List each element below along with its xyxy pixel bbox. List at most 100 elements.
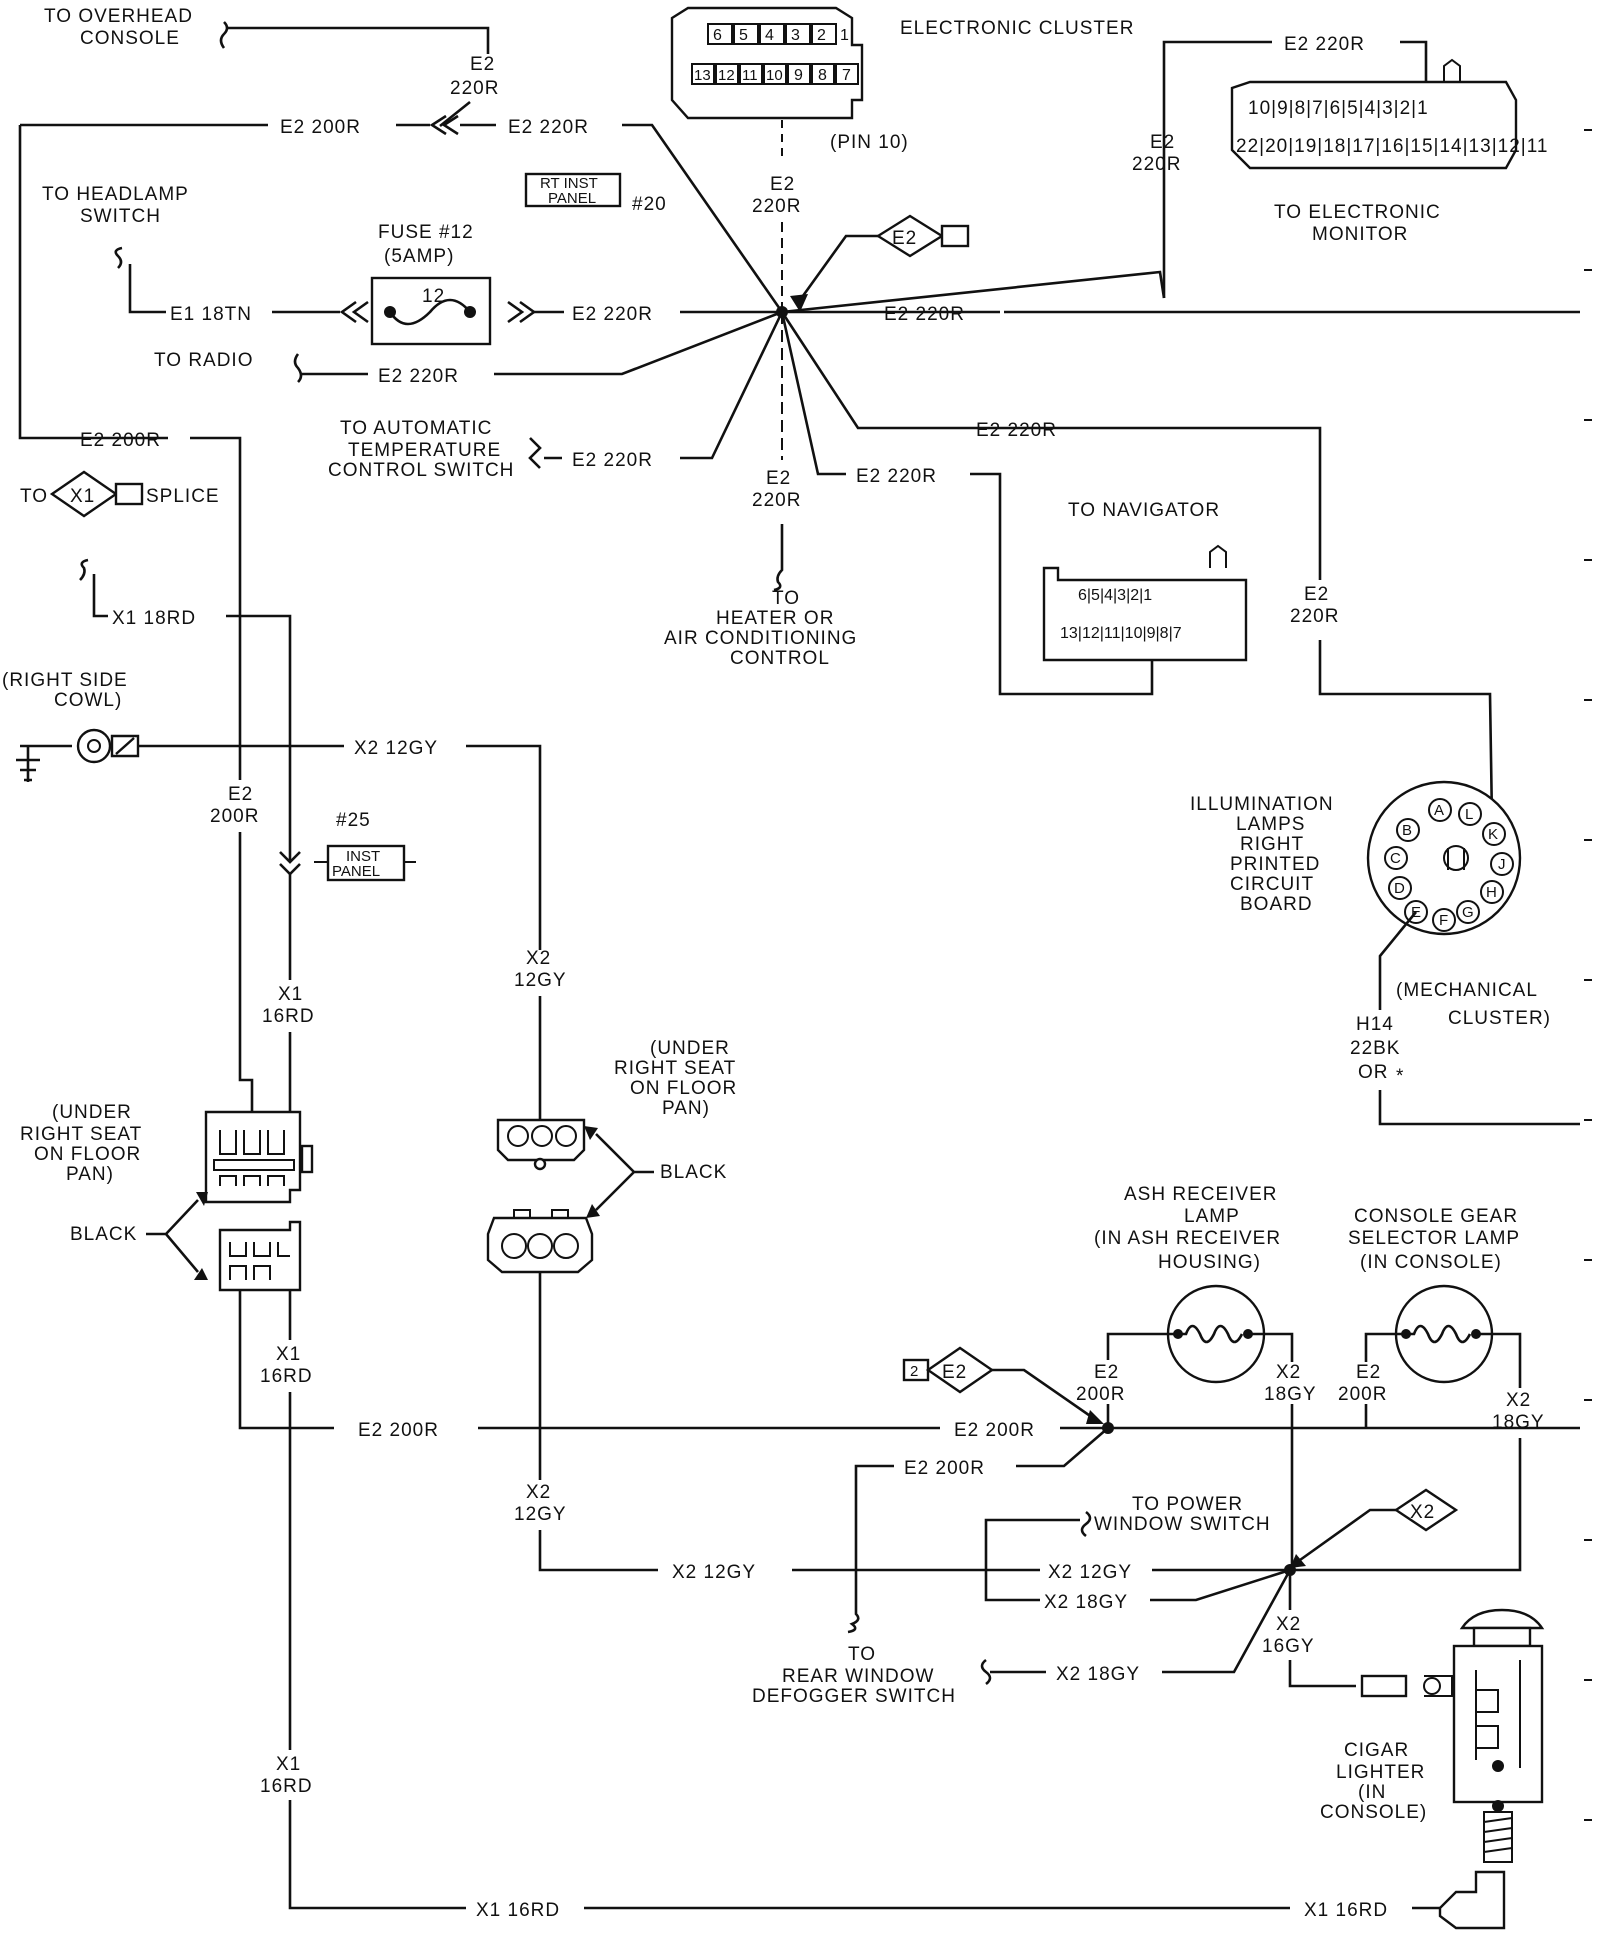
to-heater-label-4: CONTROL bbox=[730, 648, 830, 669]
e2-bottom-tab-num: 2 bbox=[910, 1363, 918, 1380]
black-mid-arrow-b bbox=[586, 1204, 600, 1218]
to-heater-label-1: TO bbox=[772, 588, 800, 609]
illum-label-5: CIRCUIT bbox=[1230, 874, 1314, 895]
label-16rd-h: 16RD bbox=[260, 1366, 313, 1387]
e2-220r-top-diagonal bbox=[622, 123, 784, 313]
right-side-cowl-label-1: (RIGHT SIDE bbox=[2, 670, 128, 691]
fuse-number: 12 bbox=[422, 286, 445, 307]
label-x1-a: X1 bbox=[278, 984, 303, 1005]
electronic-cluster-label: ELECTRONIC CLUSTER bbox=[900, 18, 1134, 39]
label-16rd-a: 16RD bbox=[262, 1006, 315, 1027]
overhead-wire-drop bbox=[439, 100, 471, 128]
circuit-board-hole bbox=[1443, 845, 1469, 871]
x1-16rd-bottom-a bbox=[288, 1800, 466, 1910]
under-seat-left-label-4: PAN) bbox=[66, 1164, 114, 1185]
lighter-internals bbox=[1475, 1660, 1521, 1768]
label-12gy-j: 12GY bbox=[514, 1504, 567, 1525]
power-window-wire bbox=[984, 1510, 1092, 1602]
radio-wire-b bbox=[494, 310, 783, 376]
cowl-terminal bbox=[110, 734, 140, 758]
inst-panel-label-1: INST bbox=[346, 848, 380, 865]
ash-lamp-filament bbox=[1178, 1324, 1244, 1344]
label-220r-b: 220R bbox=[752, 196, 801, 217]
label-e2-200r-mid: E2 200R bbox=[954, 1420, 1035, 1441]
console-lamp-filament bbox=[1406, 1324, 1472, 1344]
cigar-lighter-label-3: (IN bbox=[1358, 1782, 1386, 1803]
ash-receiver-label-2: LAMP bbox=[1184, 1206, 1240, 1227]
navigator-pins-bottom: 13|12|11|10|9|8|7 bbox=[1060, 625, 1182, 642]
ash-receiver-label-3: (IN ASH RECEIVER bbox=[1094, 1228, 1281, 1249]
h14-wire-b bbox=[1378, 1090, 1580, 1126]
mech-cluster-label-1: (MECHANICAL bbox=[1396, 980, 1538, 1001]
h14-label-3: OR bbox=[1358, 1062, 1389, 1083]
left-connector-top-terminals-b bbox=[219, 1175, 285, 1186]
right-edge-ticks bbox=[1584, 129, 1592, 1821]
navigator-wire-a bbox=[780, 311, 846, 476]
h14-label-2: 22BK bbox=[1350, 1038, 1400, 1059]
inst-panel-label-2: PANEL bbox=[332, 863, 380, 880]
label-16rd-i: 16RD bbox=[260, 1776, 313, 1797]
ref-25: #25 bbox=[336, 810, 371, 831]
to-overhead-console-label-1: TO OVERHEAD bbox=[44, 6, 193, 27]
black-left-arrow-a bbox=[196, 1192, 208, 1206]
label-x2-n: X2 bbox=[1506, 1390, 1531, 1411]
mid-bottom-pin bbox=[553, 1233, 579, 1259]
cluster-pin: 3 bbox=[791, 27, 800, 44]
fuse-right-chevrons bbox=[507, 300, 537, 324]
label-e2-220r-atc: E2 220R bbox=[572, 450, 653, 471]
label-x1-16rd-bottom-b: X1 16RD bbox=[1304, 1900, 1388, 1921]
svg-text:G: G bbox=[1462, 904, 1474, 921]
label-e2-m: E2 bbox=[1356, 1362, 1381, 1383]
to-electronic-monitor-label-1: TO ELECTRONIC bbox=[1274, 202, 1441, 223]
to-navigator-label: TO NAVIGATOR bbox=[1068, 500, 1220, 521]
ash-lamp-e2-wire bbox=[1106, 1332, 1178, 1360]
under-seat-mid-label-3: ON FLOOR bbox=[630, 1078, 737, 1099]
to-rear-window-label-2: REAR WINDOW bbox=[782, 1666, 934, 1687]
x2-bottom-diamond bbox=[1393, 1488, 1459, 1532]
cowl-eyelet bbox=[76, 728, 112, 764]
monitor-to-splice bbox=[781, 270, 1166, 314]
cluster-pin: 1 bbox=[840, 27, 849, 44]
rt-inst-panel-label-2: PANEL bbox=[548, 190, 596, 207]
cluster-pin: 5 bbox=[739, 27, 748, 44]
ref-20: #20 bbox=[632, 194, 667, 215]
mid-bottom-pin bbox=[527, 1233, 553, 1259]
to-power-window-label-2: WINDOW SWITCH bbox=[1094, 1514, 1271, 1535]
svg-text:L: L bbox=[1465, 806, 1473, 823]
label-200r-m: 200R bbox=[1338, 1384, 1387, 1405]
e2-diamond-tab bbox=[940, 224, 970, 248]
label-x2-18gy-rw: X2 18GY bbox=[1056, 1664, 1140, 1685]
illum-label-6: BOARD bbox=[1240, 894, 1313, 915]
left-connector-top bbox=[204, 1110, 302, 1204]
ground-icon bbox=[16, 746, 40, 782]
console-lamp-e2-wire bbox=[1364, 1332, 1406, 1362]
label-e2-220r-top: E2 220R bbox=[508, 117, 589, 138]
overhead-console-wire bbox=[219, 21, 490, 54]
electronic-cluster-pins-bottom bbox=[691, 63, 859, 85]
under-seat-left-label-1: (UNDER bbox=[52, 1102, 132, 1123]
cigar-lighter-label-2: LIGHTER bbox=[1336, 1762, 1425, 1783]
to-headlamp-switch-label-1: TO HEADLAMP bbox=[42, 184, 189, 205]
monitor-wire-b bbox=[1400, 40, 1428, 82]
e2-diamond-wire bbox=[798, 234, 878, 301]
left-connector-top-terminals bbox=[219, 1130, 285, 1155]
navigator-connector bbox=[1042, 566, 1248, 662]
left-connector-top-tab bbox=[300, 1144, 314, 1174]
console-gear-label-1: CONSOLE GEAR bbox=[1354, 1206, 1518, 1227]
illum-label-1: ILLUMINATION bbox=[1190, 794, 1334, 815]
e2-bottom-diamond-wire bbox=[992, 1368, 1097, 1422]
cluster-pin: 9 bbox=[794, 67, 803, 84]
lighter-contact-a bbox=[1492, 1760, 1504, 1772]
ash-lamp-x2-wire bbox=[1248, 1332, 1294, 1362]
to-rear-window-label-1: TO bbox=[848, 1644, 876, 1665]
mid-bottom-pin bbox=[501, 1233, 527, 1259]
svg-text:C: C bbox=[1390, 850, 1401, 867]
lighter-knob bbox=[1459, 1608, 1545, 1630]
x2-bottom-diamond-label: X2 bbox=[1410, 1502, 1435, 1523]
black-mid-label: BLACK bbox=[660, 1162, 727, 1183]
cluster-pin: 12 bbox=[718, 67, 735, 84]
mid-top-pin bbox=[507, 1125, 529, 1147]
right-side-cowl-label-2: COWL) bbox=[54, 690, 122, 711]
cigar-lighter-label-4: CONSOLE) bbox=[1320, 1802, 1427, 1823]
